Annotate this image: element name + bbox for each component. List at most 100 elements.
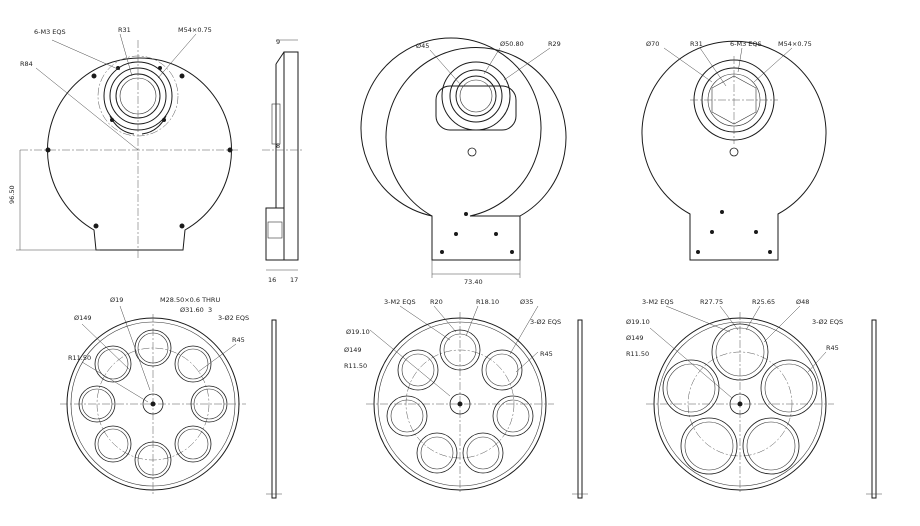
leader: [699, 47, 727, 87]
label-d45: Ø45: [416, 42, 429, 50]
leader: [807, 351, 827, 373]
leader: [503, 47, 551, 81]
filter-holes: [662, 323, 818, 475]
leader: [753, 47, 793, 83]
view-wheel-7-position: 3-M2 EQS R20 R18.10 Ø35 Ø19.10 3-Ø2 EQS …: [344, 298, 588, 499]
label-73-40: 73.40: [464, 278, 483, 286]
label-d149: Ø149: [344, 346, 362, 354]
housing-outline: [360, 37, 542, 261]
view-housing-back-center: Ø45 Ø50.80 R29 73.40: [360, 37, 567, 286]
filter-holes: [78, 329, 228, 479]
label-m28-50: M28.50×0.6 THRU: [160, 296, 220, 304]
side-flange: [271, 103, 281, 145]
label-d19: Ø19: [110, 296, 123, 304]
label-r20: R20: [430, 298, 443, 306]
label-96-50: 96.50: [8, 185, 16, 204]
leader: [119, 33, 133, 77]
label-3-m2: 3-M2 EQS: [384, 298, 416, 306]
label-3-d2: 3-Ø2 EQS: [812, 318, 843, 326]
label-m54: M54×0.75: [778, 40, 812, 48]
screw-hole: [494, 232, 498, 236]
side-body: [283, 51, 299, 261]
hub-center: [457, 401, 463, 407]
screw-holes: [45, 66, 233, 229]
view-wheel-5-position: 3-M2 EQS R27.75 R25.65 Ø48 Ø19.10 3-Ø2 E…: [626, 298, 882, 499]
wheel-edge-view: [577, 319, 583, 499]
label-r45: R45: [540, 350, 553, 358]
label-8: 8: [276, 142, 280, 150]
leader: [369, 329, 451, 397]
label-d50-80: Ø50.80: [500, 40, 524, 48]
side-block-detail: [267, 221, 283, 239]
label-r31: R31: [690, 40, 703, 48]
leader: [745, 305, 761, 331]
aperture-inner: [459, 79, 493, 113]
view-side: 9 8 16 17: [262, 38, 304, 284]
aperture-outer: [449, 69, 503, 123]
flange-ring: [441, 61, 511, 131]
wheel-edge-view: [271, 319, 277, 499]
screw-hole: [464, 212, 468, 216]
label-depth-3: 3: [208, 306, 212, 314]
hub: [729, 393, 751, 415]
leader: [465, 305, 479, 337]
leader: [663, 47, 713, 83]
leader: [35, 67, 139, 151]
housing-outline-full: [385, 46, 567, 261]
label-r18-10: R18.10: [476, 298, 499, 306]
screw-hole: [720, 210, 724, 214]
leader: [51, 39, 121, 71]
label-r11-50: R11.50: [626, 350, 649, 358]
label-d31-60: Ø31.60: [180, 306, 204, 314]
screw-hole: [710, 230, 714, 234]
leader: [81, 323, 131, 371]
label-d149: Ø149: [74, 314, 92, 322]
label-r11-50: R11.50: [344, 362, 367, 370]
leader: [119, 305, 151, 391]
label-3-d2: 3-Ø2 EQS: [218, 314, 249, 322]
leader: [649, 327, 733, 399]
leader: [81, 361, 149, 403]
screw-hole: [696, 250, 700, 254]
label-17: 17: [290, 276, 298, 284]
label-r31: R31: [118, 26, 131, 34]
side-block: [265, 207, 285, 261]
label-6-m3: 6-M3 EQS: [730, 40, 762, 48]
leader: [483, 47, 501, 75]
leader: [763, 305, 801, 343]
label-6-m3: 6-M3 EQS: [34, 28, 66, 36]
view-wheel-8-position: Ø149 Ø19 M28.50×0.6 THRU Ø31.60 3 3-Ø2 E…: [60, 296, 282, 499]
label-r29: R29: [548, 40, 561, 48]
housing-outline: [47, 57, 232, 251]
filter-holes: [386, 329, 534, 474]
label-r25-65: R25.65: [752, 298, 775, 306]
leader: [197, 343, 237, 373]
center-screw: [467, 147, 477, 157]
screw-hole: [510, 250, 514, 254]
label-r11-50: R11.50: [68, 354, 91, 362]
screw-hole: [768, 250, 772, 254]
leader: [429, 49, 461, 85]
leader: [665, 305, 731, 333]
leader: [737, 47, 743, 73]
label-d149: Ø149: [626, 334, 644, 342]
leader: [399, 305, 451, 341]
aperture: [455, 75, 497, 117]
label-d35: Ø35: [520, 298, 533, 306]
hub-center: [737, 401, 743, 407]
leader: [509, 305, 539, 355]
center-screw: [729, 147, 739, 157]
label-m54: M54×0.75: [178, 26, 212, 34]
screw-hole: [454, 232, 458, 236]
label-16: 16: [268, 276, 276, 284]
label-r84: R84: [20, 60, 33, 68]
label-r45: R45: [826, 344, 839, 352]
housing-outline: [641, 40, 827, 261]
view-housing-front-left: 6-M3 EQS R31 M54×0.75 R84 96.50: [8, 26, 240, 260]
leader: [515, 351, 539, 373]
label-d70: Ø70: [646, 40, 659, 48]
leader: [433, 305, 457, 333]
hub: [142, 393, 164, 415]
